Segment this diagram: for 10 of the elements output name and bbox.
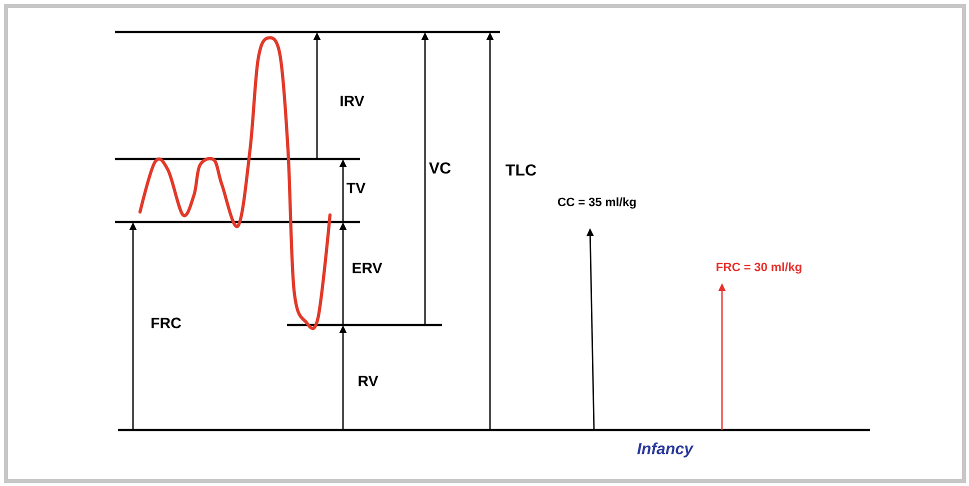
volume-label: TV <box>346 182 366 194</box>
volume-label: IRV <box>340 96 364 106</box>
volume-label: Infancy <box>637 442 694 458</box>
volume-label: FRC <box>152 318 181 328</box>
volume-label: TLC <box>506 164 536 176</box>
volume-label: FRC = 30 ml/kg <box>716 262 802 274</box>
volume-label: ERV <box>352 262 382 274</box>
volume-label: VC <box>429 162 451 174</box>
volume-label: RV <box>358 376 378 386</box>
volume-label: CC = 35 ml/kg <box>558 197 636 209</box>
